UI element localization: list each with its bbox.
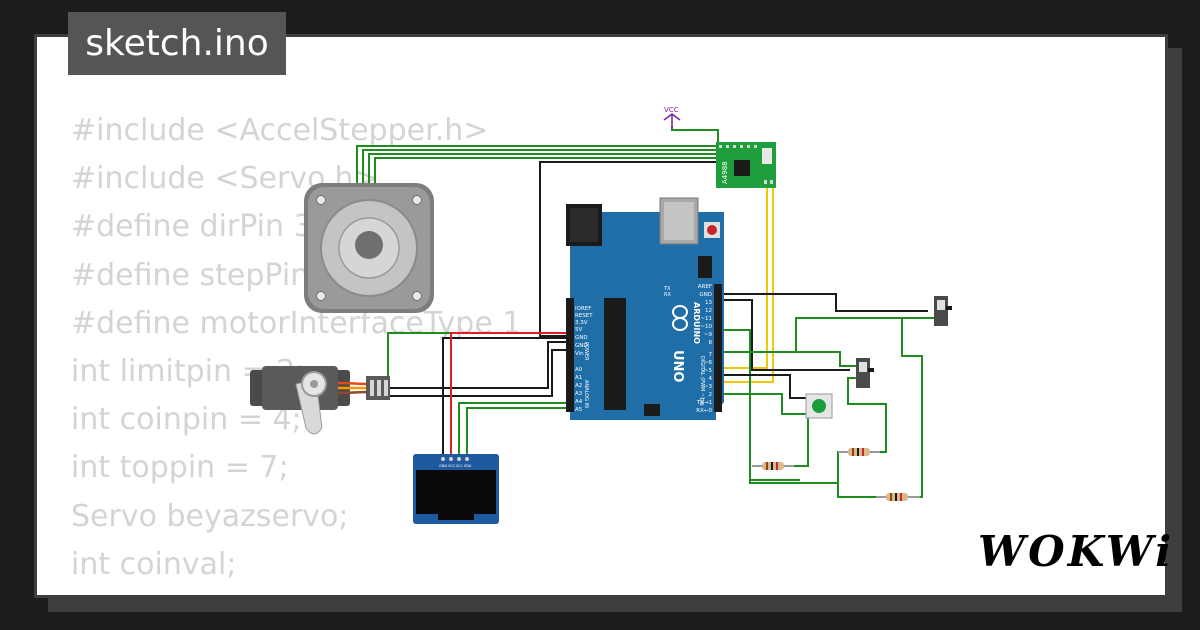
wire-d4 xyxy=(720,374,815,399)
code-line: int coinpin = 4; xyxy=(71,402,302,438)
wire-res-bus xyxy=(749,480,880,498)
wire-driver-gnd xyxy=(539,161,773,337)
analog-label: ANALOG IN xyxy=(583,380,589,408)
push-button[interactable] xyxy=(805,393,833,419)
pin-label: 2 xyxy=(709,392,713,398)
stepper-motor[interactable] xyxy=(304,183,434,313)
pin-label: RX←0 xyxy=(696,408,712,414)
digital-label: DIGITAL (PWM ~) xyxy=(699,356,705,399)
wire-oled-sda xyxy=(466,407,572,456)
wire-dir xyxy=(720,186,774,383)
wire-vcc xyxy=(671,126,719,142)
pin-label: TX→1 xyxy=(696,400,712,406)
a4988-driver[interactable]: A4988 xyxy=(716,142,776,188)
pin-label: 5V xyxy=(575,327,582,333)
oled-pin-label: VCC xyxy=(448,464,456,468)
wire-stepper-2 xyxy=(362,149,720,186)
pin-label: GND xyxy=(575,343,588,349)
pin-label: A3 xyxy=(575,391,583,397)
arduino-uno[interactable]: ARDUINO UNO POWER ANALOG IN DIGITAL (PWM… xyxy=(566,197,724,420)
pin-label: AREF xyxy=(698,284,712,290)
wire-res-mid xyxy=(837,451,846,483)
wire-switch2-res xyxy=(847,377,887,453)
tx-label: TX xyxy=(663,286,671,292)
wire-oled-scl xyxy=(458,402,572,456)
resistor-1 xyxy=(752,462,794,470)
rx-label: RX xyxy=(664,292,671,298)
wire-stepper-4 xyxy=(374,157,720,186)
wire-gnd-top xyxy=(720,293,928,312)
code-line: Servo beyazservo; xyxy=(71,498,349,534)
oled-pin-label: SDA xyxy=(464,464,472,468)
wire-switch2-gnd xyxy=(720,351,860,367)
wire-servo-signal xyxy=(387,332,572,387)
code-line: #include <Servo.h> xyxy=(71,161,379,197)
pin-label: Vin xyxy=(575,351,584,357)
wire-oled-gnd xyxy=(442,337,572,456)
wires xyxy=(356,126,938,498)
oled-pin-label: SCL xyxy=(456,464,463,468)
servo-motor[interactable] xyxy=(250,366,390,435)
pin-label: ~9 xyxy=(704,332,713,338)
pin-label: ~5 xyxy=(704,368,713,374)
wire-d2 xyxy=(720,393,809,467)
wire-switch1-res xyxy=(901,317,938,498)
oled-display[interactable]: GND VCC SCL SDA xyxy=(413,454,499,524)
slide-switch-2[interactable] xyxy=(856,358,874,388)
pin-label: A0 xyxy=(575,367,583,373)
arduino-brand: ARDUINO xyxy=(692,302,701,344)
vcc-label: VCC xyxy=(664,106,679,114)
code-line: int limitpin = 2; xyxy=(71,354,306,390)
wire-step xyxy=(720,186,768,369)
pin-label: 4 xyxy=(709,376,713,382)
resistor-3 xyxy=(876,493,920,501)
pin-label: IOREF xyxy=(575,306,591,312)
pin-label: ~3 xyxy=(704,384,713,390)
pin-label: 3.3V xyxy=(575,320,588,326)
pin-label: 12 xyxy=(705,308,712,314)
code-line: int toppin = 7; xyxy=(71,450,289,486)
wire-stepper-1 xyxy=(356,145,720,186)
wire-gnd-switch2 xyxy=(720,299,850,371)
code-line: #include <AccelStepper.h> xyxy=(71,113,489,148)
pin-label: ~10 xyxy=(700,324,712,330)
pin-label: ~6 xyxy=(704,360,713,366)
pin-label: ~11 xyxy=(700,316,712,322)
wire-stepper-3 xyxy=(368,153,720,186)
slide-switch-1[interactable] xyxy=(934,296,952,326)
arduino-logo xyxy=(672,305,688,331)
on-label: ON xyxy=(698,398,704,406)
pin-label: 13 xyxy=(705,300,712,306)
pin-label: RESET xyxy=(575,313,593,319)
pin-label: A2 xyxy=(575,383,582,389)
resistor-2 xyxy=(838,448,880,456)
driver-label: A4988 xyxy=(721,161,729,184)
pin-label: A4 xyxy=(575,399,583,405)
wokwi-logo: WOKWi xyxy=(978,527,1175,576)
pin-label: GND xyxy=(575,335,588,341)
power-label: POWER xyxy=(583,342,589,361)
file-tab[interactable]: sketch.ino xyxy=(68,12,286,75)
pin-label: A5 xyxy=(575,407,583,413)
pin-label: A1 xyxy=(575,375,582,381)
pin-label: 8 xyxy=(709,340,713,346)
vcc-symbol: VCC xyxy=(663,106,681,128)
oled-pin-label: GND xyxy=(439,464,447,468)
wire-oled-vcc xyxy=(450,332,572,456)
pin-label: 7 xyxy=(709,352,713,358)
pin-label: GND xyxy=(699,292,712,298)
arduino-model: UNO xyxy=(670,350,685,383)
wire-servo-vcc xyxy=(388,341,572,389)
wire-servo-gnd xyxy=(388,349,572,397)
code-line: int coinval; xyxy=(71,546,237,582)
